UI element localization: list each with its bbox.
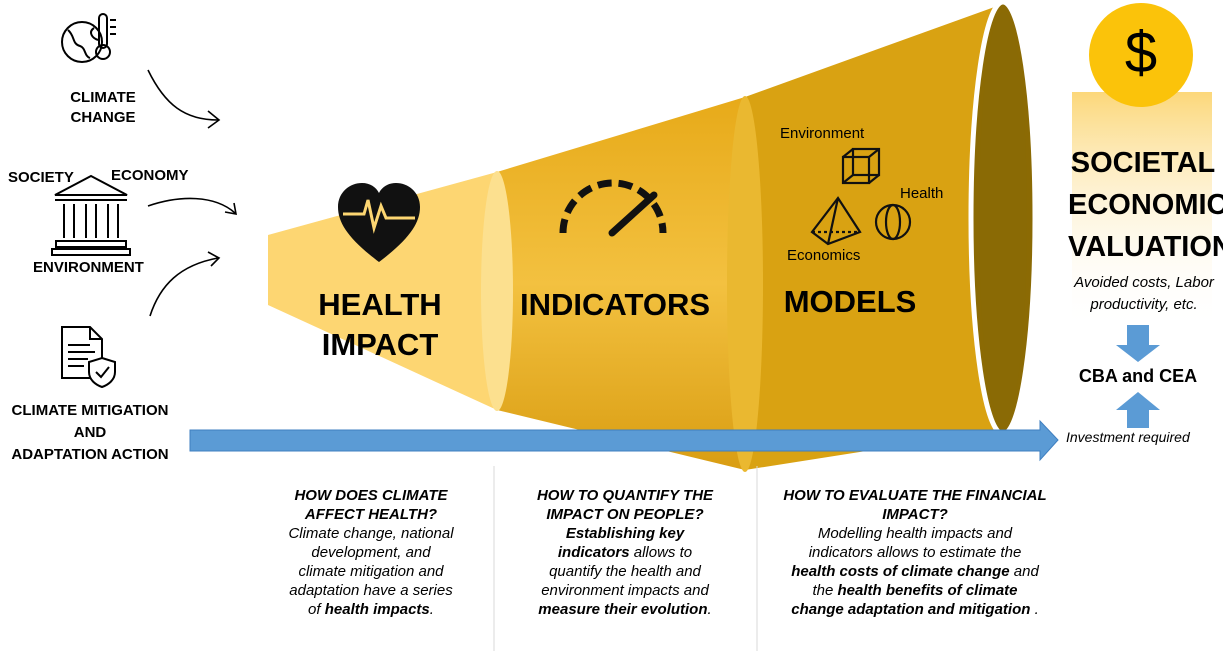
q1-line5-pre: of bbox=[308, 601, 325, 618]
valuation-title-line2: ECONOMIC bbox=[1068, 189, 1223, 221]
q1-heading-line1: HOW DOES CLIMATE bbox=[294, 487, 448, 504]
model-economics-label: Economics bbox=[787, 247, 861, 264]
society-label: SOCIETY bbox=[8, 169, 74, 186]
valuation-title-line1: SOCIETAL bbox=[1070, 147, 1216, 179]
climate-change-line2: CHANGE bbox=[70, 109, 136, 126]
up-arrow bbox=[1116, 392, 1160, 428]
models-label: MODELS bbox=[783, 284, 917, 319]
q3-line2: indicators allows to estimate the bbox=[808, 544, 1022, 561]
action-arrow bbox=[189, 419, 1059, 462]
q2-line5-bold: measure their evolution bbox=[538, 601, 708, 618]
q2-line2-bold: indicators bbox=[557, 544, 630, 561]
cube-icon bbox=[841, 147, 881, 185]
q2-line4: environment impacts and bbox=[541, 582, 709, 599]
q2-line2: indicators allows to bbox=[505, 543, 745, 562]
q1-line4: adaptation have a series bbox=[289, 582, 453, 599]
environment-label: ENVIRONMENT bbox=[33, 259, 144, 276]
q3-line5-bold: change adaptation and mitigation bbox=[791, 601, 1031, 618]
q2-line5-post: . bbox=[707, 601, 712, 618]
q3-line5: change adaptation and mitigation . bbox=[765, 600, 1065, 619]
health-impact-line2: IMPACT bbox=[321, 327, 439, 362]
q1-heading-line2: AFFECT HEALTH? bbox=[304, 506, 438, 523]
pyramid-icon bbox=[810, 196, 862, 246]
q3-line3-bold: health costs of climate change bbox=[791, 563, 1010, 580]
q1-line3: climate mitigation and bbox=[298, 563, 444, 580]
q1-line5-post: . bbox=[429, 601, 434, 618]
indicators-label: INDICATORS bbox=[520, 287, 711, 322]
funnel-segment-health bbox=[268, 172, 497, 410]
valuation-title: SOCIETAL ECONOMIC VALUATION bbox=[1068, 142, 1223, 268]
q1-line2: development, and bbox=[311, 544, 431, 561]
dollar-icon: $ bbox=[1124, 20, 1158, 85]
q3-line5-post: . bbox=[1030, 601, 1039, 618]
climate-action-line2: AND bbox=[73, 424, 107, 441]
q2-line2-post: allows to bbox=[629, 544, 693, 561]
q2-line1: Establishing key bbox=[565, 525, 685, 542]
climate-action-label: CLIMATE MITIGATION AND ADAPTATION ACTION bbox=[0, 400, 180, 466]
q3-line4-pre: the bbox=[812, 582, 838, 599]
q3-line3: health costs of climate change and bbox=[765, 562, 1065, 581]
funnel-ring-models bbox=[727, 96, 763, 472]
funnel-inner bbox=[979, 12, 1027, 424]
economy-label: ECONOMY bbox=[111, 167, 189, 184]
health-impact-line1: HEALTH bbox=[318, 287, 442, 322]
question-indicators: HOW TO QUANTIFY THE IMPACT ON PEOPLE? Es… bbox=[505, 486, 745, 619]
speedometer-icon bbox=[559, 179, 667, 237]
q3-line3-post: and bbox=[1009, 563, 1039, 580]
q3-heading-line1: HOW TO EVALUATE THE FINANCIAL bbox=[783, 487, 1047, 504]
valuation-title-line3: VALUATION bbox=[1068, 231, 1223, 263]
q1-line5: of health impacts. bbox=[258, 600, 484, 619]
funnel-segment-models bbox=[745, 5, 1000, 470]
question-financial: HOW TO EVALUATE THE FINANCIAL IMPACT? Mo… bbox=[765, 486, 1065, 619]
cba-cea-label: CBA and CEA bbox=[1078, 366, 1198, 386]
health-impact-label: HEALTH IMPACT bbox=[318, 285, 442, 365]
valuation-note-line1: Avoided costs, Labor bbox=[1074, 274, 1214, 291]
q3-heading-line2: IMPACT? bbox=[882, 506, 948, 523]
funnel-segment-indicators bbox=[497, 97, 745, 470]
q2-heading-line1: HOW TO QUANTIFY THE bbox=[536, 487, 714, 504]
curved-arrow-icon bbox=[147, 69, 237, 317]
q3-line1: Modelling health impacts and bbox=[817, 525, 1013, 542]
climate-action-line1: CLIMATE MITIGATION bbox=[11, 402, 169, 419]
valuation-note-line2: productivity, etc. bbox=[1090, 296, 1198, 313]
climate-change-line1: CLIMATE bbox=[70, 89, 136, 106]
sphere-icon bbox=[874, 203, 912, 241]
funnel-ring-indicators bbox=[481, 171, 513, 411]
q3-line4-bold: health benefits of climate bbox=[837, 582, 1018, 599]
q3-line4: the health benefits of climate bbox=[765, 581, 1065, 600]
model-health-label: Health bbox=[900, 185, 944, 202]
climate-change-label: CLIMATE CHANGE bbox=[53, 88, 153, 128]
down-arrow bbox=[1116, 325, 1160, 362]
investment-required-label: Investment required bbox=[1066, 429, 1190, 445]
q2-line5: measure their evolution. bbox=[505, 600, 745, 619]
q1-line5-bold: health impacts bbox=[324, 601, 430, 618]
bank-building-icon bbox=[51, 174, 131, 256]
climate-action-line3: ADAPTATION ACTION bbox=[11, 446, 169, 463]
model-environment-label: Environment bbox=[780, 125, 865, 142]
coin bbox=[1089, 3, 1193, 107]
q2-heading-line2: IMPACT ON PEOPLE? bbox=[546, 506, 704, 523]
valuation-note: Avoided costs, Labor productivity, etc. bbox=[1065, 272, 1223, 316]
heart-pulse-icon bbox=[338, 183, 420, 262]
q2-line3: quantify the health and bbox=[549, 563, 701, 580]
question-health: HOW DOES CLIMATE AFFECT HEALTH? Climate … bbox=[258, 486, 484, 619]
globe-thermometer-icon bbox=[61, 13, 116, 63]
q1-line1: Climate change, national bbox=[288, 525, 454, 542]
document-shield-icon bbox=[61, 326, 116, 389]
valuation-background bbox=[1072, 92, 1212, 330]
